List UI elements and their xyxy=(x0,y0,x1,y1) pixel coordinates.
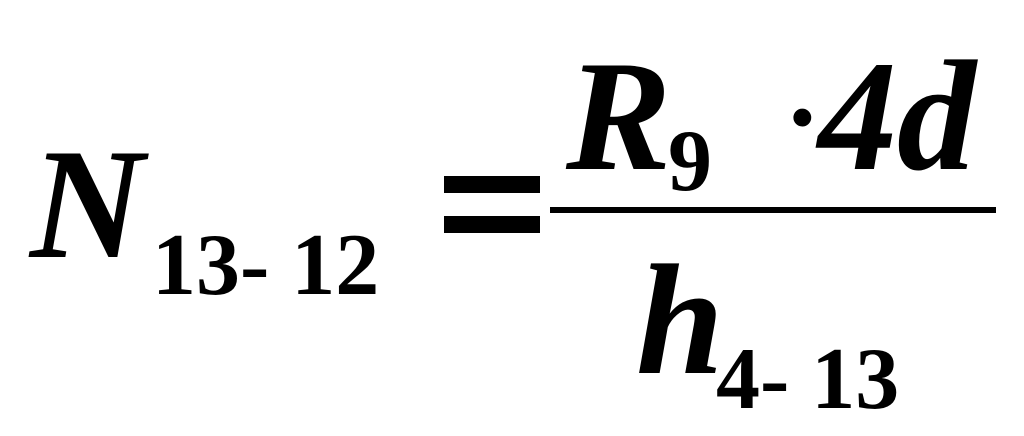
multiplication-dot: · xyxy=(784,56,821,178)
lhs-subscript: 13- 12 xyxy=(152,217,380,314)
equals-bar-bottom xyxy=(444,216,540,233)
numerator-coefficient: 4d xyxy=(818,29,976,204)
denominator-variable: h xyxy=(636,233,724,408)
numerator-subscript: 9 xyxy=(668,113,712,210)
lhs-variable: N xyxy=(30,117,145,292)
fraction-bar xyxy=(550,207,996,213)
denominator-subscript: 4- 13 xyxy=(716,331,900,428)
numerator-variable: R xyxy=(566,29,672,204)
equals-bar-top xyxy=(444,176,540,193)
